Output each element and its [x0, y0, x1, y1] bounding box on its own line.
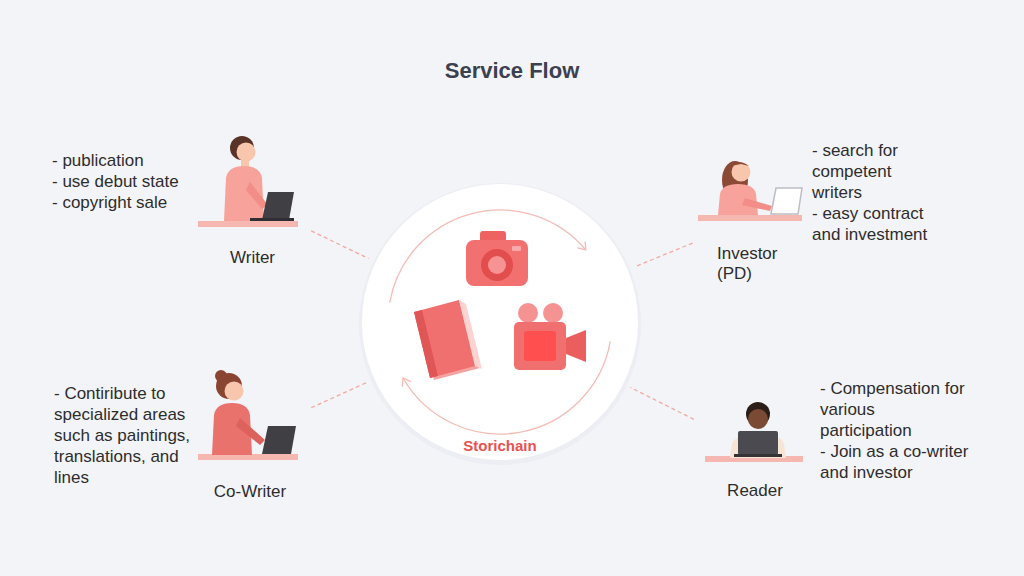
cycle-ring-part	[402, 378, 411, 387]
writer-node: Writer- publication- use debut state- co…	[201, 135, 304, 270]
investor-figure-part	[732, 163, 751, 182]
book-icon-part	[414, 310, 438, 378]
note-list: - search for competent writers- easy con…	[812, 140, 937, 245]
note-item: - easy contract and investment	[812, 203, 937, 245]
hub-circle: Storichain	[362, 184, 638, 460]
writer-figure-part	[198, 221, 298, 227]
reader-figure-part	[748, 409, 768, 429]
dashed-connector	[635, 243, 693, 267]
reader-node: Reader- Compensation for various partici…	[701, 395, 809, 505]
hub-disc-part	[362, 184, 638, 460]
co-writer-figure-part	[262, 426, 296, 454]
investor-figure	[698, 161, 802, 221]
node-title: Co-Writer	[200, 482, 300, 502]
camera-icon-part	[481, 249, 513, 281]
video-camera-icon	[514, 303, 586, 370]
investor-figure-part	[698, 215, 802, 221]
note-item: - use debut state	[52, 171, 202, 192]
hub-disc	[359, 183, 641, 465]
reader-figure	[705, 402, 803, 462]
writer-figure-part	[262, 192, 294, 220]
video-camera-icon-part	[524, 331, 556, 361]
investor-figure-part	[731, 162, 749, 166]
reader-figure-part	[738, 431, 778, 455]
note-item: - Join as a co-writer and investor	[820, 441, 970, 483]
note-list: - Contiribute to specialized areas such …	[54, 383, 196, 488]
note-item: - publication	[52, 150, 202, 171]
video-camera-icon-part	[518, 303, 538, 323]
diagram-title: Service Flow	[0, 58, 1024, 84]
co-writer-figure	[198, 370, 298, 460]
camera-icon-part	[488, 256, 506, 274]
video-camera-icon-part	[543, 303, 563, 323]
note-list: - Compensation for various participation…	[820, 378, 970, 483]
writer-figure	[198, 136, 298, 227]
node-title: Writer	[205, 248, 300, 268]
cycle-ring-part	[390, 210, 586, 303]
note-item: - Compensation for various participation	[820, 378, 970, 441]
camera-icon-part	[466, 240, 528, 286]
video-camera-icon-part	[514, 322, 566, 370]
investor-node: Investor (PD)- search for competent writ…	[700, 150, 810, 285]
dashed-connector	[630, 387, 693, 419]
investor-figure-part	[771, 188, 802, 214]
node-title: Investor (PD)	[717, 244, 792, 284]
writer-figure-part	[237, 143, 256, 162]
writer-figure-part	[246, 182, 268, 209]
dashed-connector	[311, 382, 367, 407]
camera-icon-part	[512, 246, 521, 251]
hub-disc-part	[359, 183, 641, 465]
investor-figure-part	[742, 198, 772, 211]
cycle-ring-part	[578, 241, 586, 250]
node-title: Storichain	[362, 436, 638, 456]
note-item: - copyright sale	[52, 192, 202, 213]
note-list: - publication- use debut state- copyrigh…	[52, 150, 202, 213]
cycle-ring	[390, 210, 611, 434]
co-writer-figure-part	[236, 418, 265, 445]
note-item: - search for competent writers	[812, 140, 937, 203]
video-camera-icon-part	[566, 330, 586, 362]
co-writer-node: Co-Writer- Contiribute to specialized ar…	[196, 368, 304, 503]
reader-figure-part	[734, 454, 782, 457]
co-writer-figure-part	[225, 382, 244, 401]
book-icon	[414, 300, 482, 380]
note-item: - Contiribute to specialized areas such …	[54, 383, 196, 488]
camera-icon	[466, 231, 528, 286]
writer-figure-part	[250, 218, 294, 221]
book-icon-part	[459, 300, 482, 369]
node-title: Reader	[705, 481, 805, 501]
investor-figure-part	[718, 184, 758, 215]
dashed-connector	[311, 231, 368, 259]
